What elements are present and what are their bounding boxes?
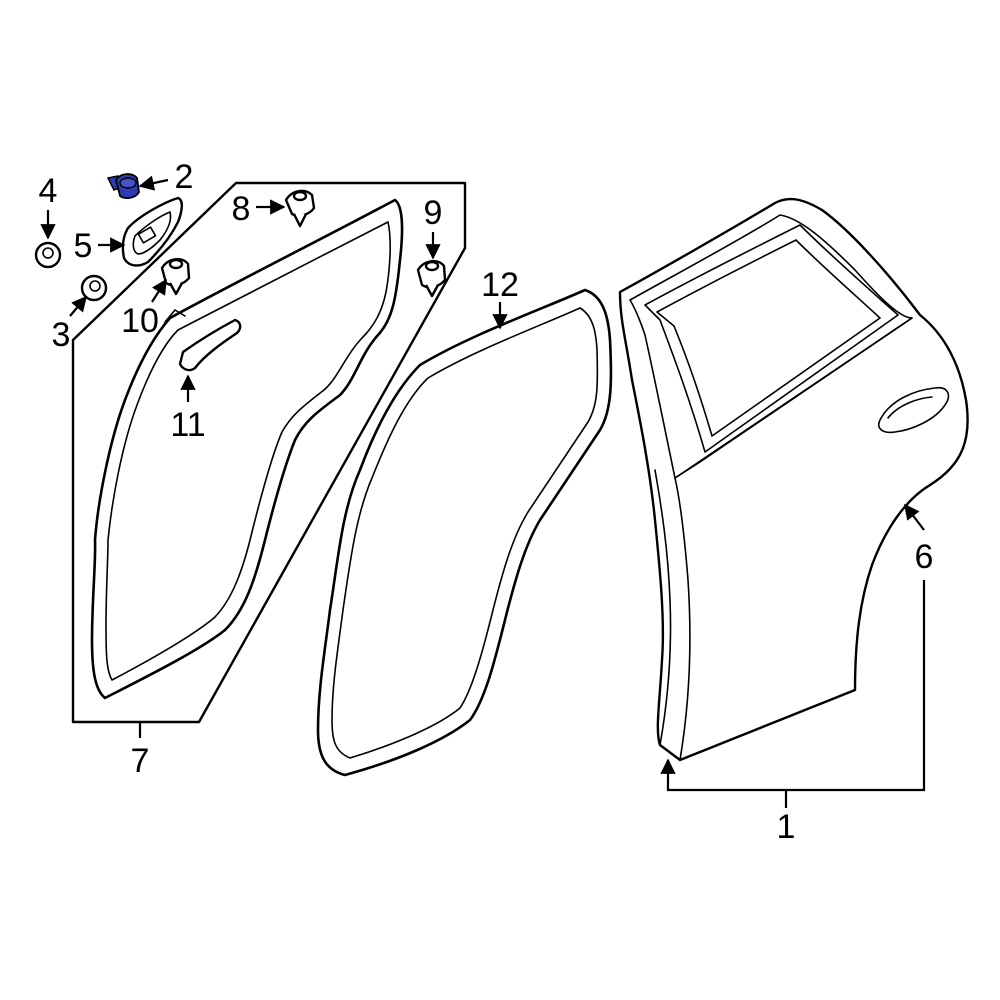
door-shell-part-1[interactable] <box>618 197 969 762</box>
grommet-part-3[interactable] <box>80 274 108 302</box>
callout-12: 12 <box>481 266 519 304</box>
callout-4: 4 <box>39 172 58 210</box>
callout-2: 2 <box>175 158 194 196</box>
clip-part-10[interactable] <box>160 257 191 296</box>
clip-part-8[interactable] <box>284 189 316 228</box>
callout-7: 7 <box>131 742 150 780</box>
callout-9: 9 <box>424 194 443 232</box>
body-weatherstrip-part-7[interactable] <box>90 198 404 700</box>
callout-3: 3 <box>52 316 71 354</box>
callout-11: 11 <box>170 406 205 444</box>
washer-part-4[interactable] <box>34 241 62 269</box>
callout-labels: 1 2 3 4 5 6 7 8 9 10 11 12 <box>39 158 934 846</box>
callout-6: 6 <box>915 538 934 576</box>
callout-8: 8 <box>232 190 251 228</box>
door-weatherstrip-part-12[interactable] <box>316 288 613 777</box>
callout-10: 10 <box>121 302 159 340</box>
clip-part-9[interactable] <box>416 259 447 298</box>
leader-lines <box>40 175 926 808</box>
bolt-part-2[interactable] <box>106 173 140 199</box>
bracket-part-5[interactable] <box>121 196 183 267</box>
trim-piece-part-11[interactable] <box>178 318 242 372</box>
callout-5: 5 <box>74 227 93 265</box>
callout-1: 1 <box>777 808 796 846</box>
